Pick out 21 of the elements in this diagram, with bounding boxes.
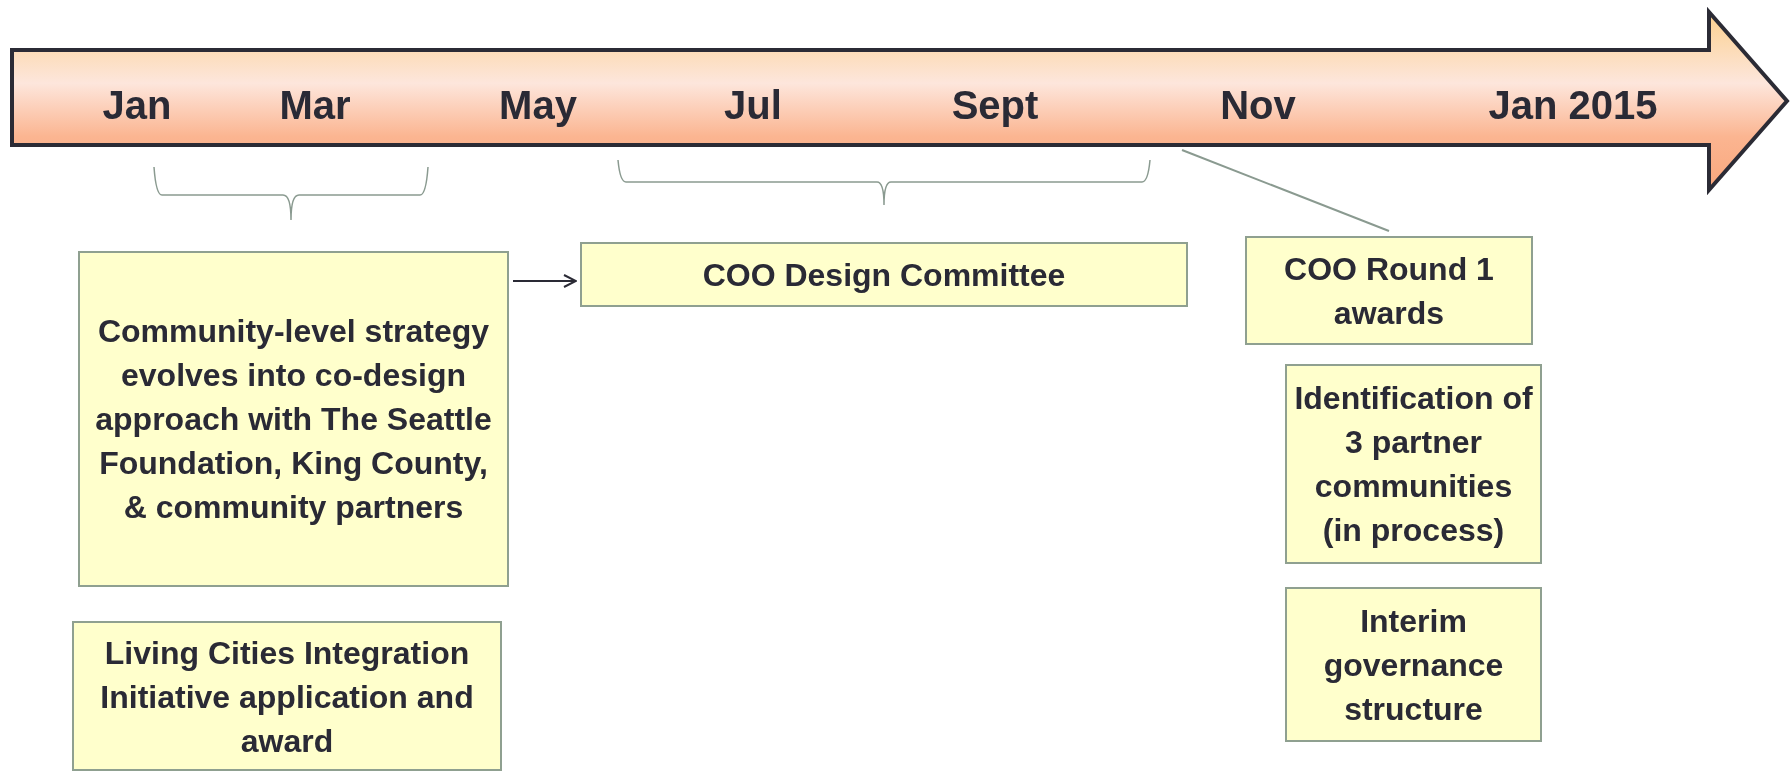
event-box <box>1285 364 1542 564</box>
event-box <box>580 242 1188 307</box>
month-label: Mar <box>279 82 351 128</box>
arrow <box>512 274 577 288</box>
event-text: Interim governance structure <box>1322 601 1505 729</box>
event-box <box>72 621 502 771</box>
event-box <box>78 251 509 587</box>
event-box <box>1285 587 1542 742</box>
leader-line <box>1181 149 1390 232</box>
event-text: COO Round 1 awards <box>1283 249 1495 333</box>
month-label: Jul <box>724 82 782 128</box>
month-label: Jan <box>102 82 172 128</box>
event-text: Identification of 3 partner communities (in process) <box>1293 379 1534 550</box>
month-label: Sept <box>951 82 1039 128</box>
month-label: May <box>499 82 577 128</box>
month-label: Jan 2015 <box>1488 82 1658 128</box>
event-text: COO Design Committee <box>702 255 1066 295</box>
event-text: Community-level strategy evolves into co-design approach with The Seattle Foundation, King County, & community partners <box>94 312 493 527</box>
event-text: Living Cities Integration Initiative application and award <box>99 634 475 761</box>
event-box <box>1245 236 1533 345</box>
month-label: Nov <box>1220 82 1296 128</box>
